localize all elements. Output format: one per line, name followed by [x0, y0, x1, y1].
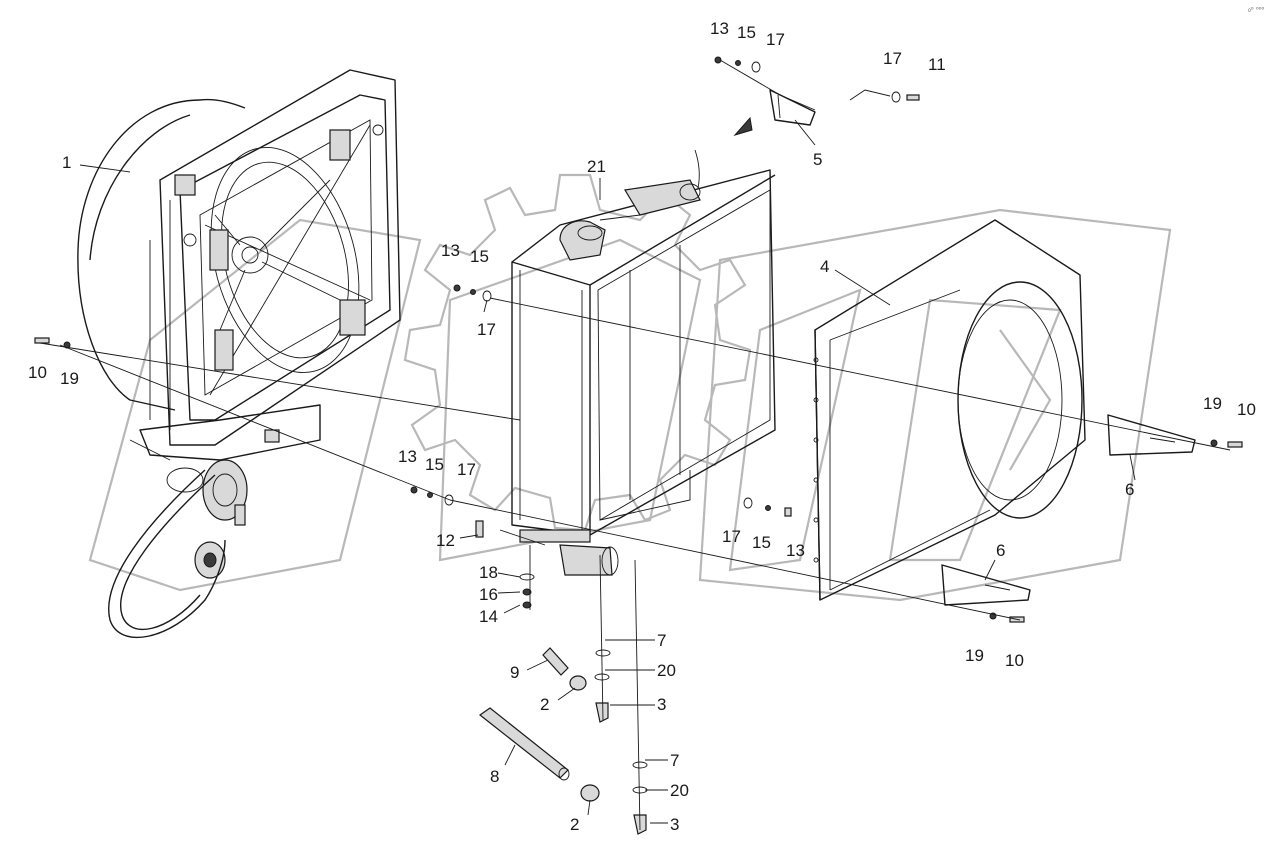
callout-10-lower: 10	[1005, 651, 1024, 670]
callout-15-top: 15	[737, 23, 756, 42]
callout-14: 14	[479, 607, 498, 626]
callout-7-lower: 7	[670, 751, 679, 770]
callout-10-right: 10	[1237, 400, 1256, 419]
corner-mark: ₀⁰ ⁰⁰⁰	[1248, 6, 1264, 14]
callout-21: 21	[587, 157, 606, 176]
callout-7-upper: 7	[657, 631, 666, 650]
callout-17-left: 17	[457, 460, 476, 479]
callout-20-lower: 20	[670, 781, 689, 800]
callout-19-right: 19	[1203, 394, 1222, 413]
callout-2-lower: 2	[570, 815, 579, 834]
callout-18: 18	[479, 563, 498, 582]
callout-13-top: 13	[710, 19, 729, 38]
bracket-6-right	[1107, 414, 1196, 456]
callout-12: 12	[436, 531, 455, 550]
callout-20-upper: 20	[657, 661, 676, 680]
callout-1: 1	[62, 153, 71, 172]
callout-16: 16	[479, 585, 498, 604]
clamps-and-fittings	[475, 520, 648, 835]
bracket-6-lower	[941, 564, 1031, 606]
callout-10-left: 10	[28, 363, 47, 382]
callout-19-left: 19	[60, 369, 79, 388]
callout-17-right: 17	[722, 527, 741, 546]
callout-13-upper: 13	[441, 241, 460, 260]
hose-8	[478, 707, 570, 781]
callout-3-lower: 3	[670, 815, 679, 834]
callout-15-upper: 15	[470, 247, 489, 266]
fasteners	[34, 56, 1243, 623]
radiator-core	[511, 149, 776, 576]
callout-9: 9	[510, 663, 519, 682]
hose-9	[542, 647, 569, 676]
fan-shroud-assembly	[77, 69, 401, 639]
callout-leaders	[79, 119, 1136, 824]
callout-17-upper: 17	[477, 320, 496, 339]
callout-13-right: 13	[786, 541, 805, 560]
callout-15-left: 15	[425, 455, 444, 474]
callout-6-right: 6	[1125, 480, 1134, 499]
callout-4: 4	[820, 257, 829, 276]
bracket-5	[733, 89, 891, 136]
callout-17-topright: 17	[883, 49, 902, 68]
callout-13-left: 13	[398, 447, 417, 466]
callout-6-lower: 6	[996, 541, 1005, 560]
callout-17-top: 17	[766, 30, 785, 49]
callout-19-lower: 19	[965, 646, 984, 665]
callout-5: 5	[813, 150, 822, 169]
callout-3-upper: 3	[657, 695, 666, 714]
callout-2-upper: 2	[540, 695, 549, 714]
callout-labels: 1 2 2 3 3 4 5 6 6 7 7 8 9 10 10 10 11 12…	[28, 19, 1256, 834]
callout-8: 8	[490, 767, 499, 786]
callout-11: 11	[928, 55, 946, 74]
callout-15-right: 15	[752, 533, 771, 552]
assembly-lines	[39, 59, 1231, 831]
fan-cowl	[813, 219, 1086, 601]
